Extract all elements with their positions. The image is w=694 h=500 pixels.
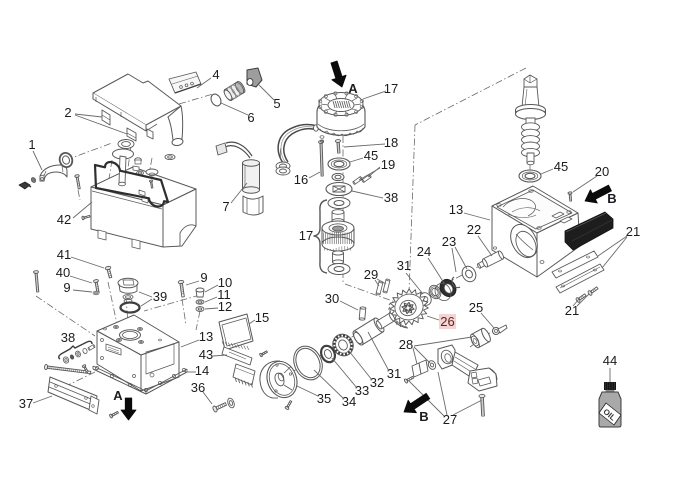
svg-text:A: A xyxy=(113,388,123,403)
svg-text:23: 23 xyxy=(442,234,456,249)
svg-text:17: 17 xyxy=(384,81,398,96)
svg-text:13: 13 xyxy=(199,329,213,344)
svg-text:45: 45 xyxy=(554,159,568,174)
svg-text:36: 36 xyxy=(191,380,205,395)
svg-text:38: 38 xyxy=(61,330,75,345)
svg-text:43: 43 xyxy=(199,347,213,362)
svg-text:35: 35 xyxy=(317,391,331,406)
svg-text:9: 9 xyxy=(200,270,207,285)
svg-text:5: 5 xyxy=(273,96,280,111)
svg-text:31: 31 xyxy=(397,258,411,273)
svg-text:10: 10 xyxy=(218,275,232,290)
svg-text:39: 39 xyxy=(153,289,167,304)
svg-text:19: 19 xyxy=(381,157,395,172)
svg-text:17: 17 xyxy=(299,228,313,243)
svg-text:34: 34 xyxy=(342,394,356,409)
svg-text:18: 18 xyxy=(384,135,398,150)
svg-text:37: 37 xyxy=(19,396,33,411)
svg-text:7: 7 xyxy=(222,199,229,214)
svg-text:4: 4 xyxy=(212,67,219,82)
svg-text:41: 41 xyxy=(57,247,71,262)
svg-text:2: 2 xyxy=(64,105,71,120)
svg-text:27: 27 xyxy=(443,412,457,427)
svg-text:28: 28 xyxy=(399,337,413,352)
svg-text:32: 32 xyxy=(370,375,384,390)
svg-text:13: 13 xyxy=(449,202,463,217)
svg-text:16: 16 xyxy=(294,172,308,187)
svg-text:26: 26 xyxy=(440,314,454,329)
svg-text:44: 44 xyxy=(603,353,617,368)
svg-text:30: 30 xyxy=(325,291,339,306)
svg-text:9: 9 xyxy=(63,280,70,295)
svg-text:42: 42 xyxy=(57,212,71,227)
svg-text:15: 15 xyxy=(255,310,269,325)
svg-text:1: 1 xyxy=(28,137,35,152)
svg-text:24: 24 xyxy=(417,244,431,259)
svg-text:B: B xyxy=(419,409,428,424)
svg-text:6: 6 xyxy=(247,110,254,125)
svg-text:31: 31 xyxy=(387,366,401,381)
svg-text:12: 12 xyxy=(218,299,232,314)
svg-text:38: 38 xyxy=(384,190,398,205)
svg-text:22: 22 xyxy=(467,222,481,237)
svg-text:33: 33 xyxy=(355,383,369,398)
svg-text:29: 29 xyxy=(364,267,378,282)
svg-text:45: 45 xyxy=(364,148,378,163)
svg-text:40: 40 xyxy=(56,265,70,280)
svg-text:25: 25 xyxy=(469,300,483,315)
svg-text:21: 21 xyxy=(626,224,640,239)
svg-text:B: B xyxy=(607,191,616,206)
svg-text:11: 11 xyxy=(217,287,231,302)
svg-text:20: 20 xyxy=(595,164,609,179)
svg-text:14: 14 xyxy=(195,363,209,378)
svg-text:21: 21 xyxy=(565,303,579,318)
svg-text:A: A xyxy=(348,81,358,96)
